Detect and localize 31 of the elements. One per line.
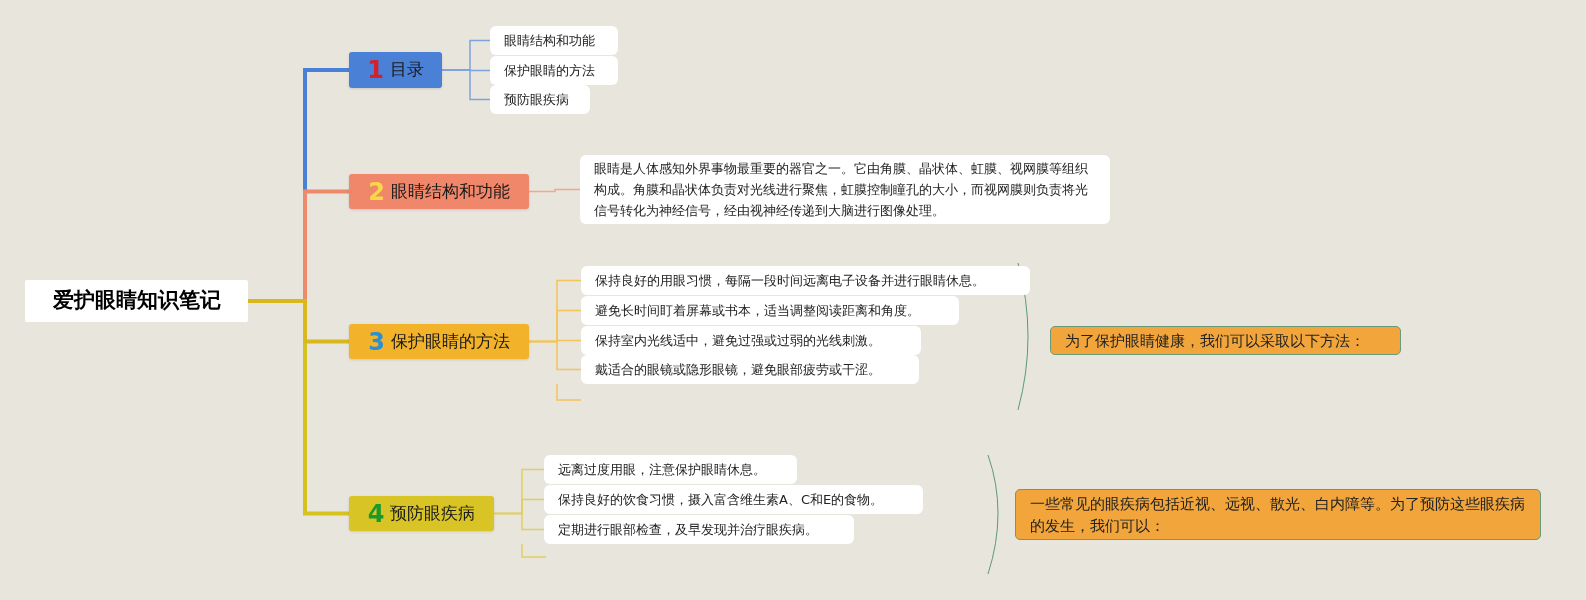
branch-line [493, 498, 545, 515]
subtopic-box: 戴适合的眼镜或隐形眼镜，避免眼部疲劳或干涩。 [581, 355, 919, 384]
topic-number: 2 [368, 179, 385, 204]
topic-number: 1 [367, 58, 384, 82]
branch-line [441, 69, 491, 72]
subtopic-box: 保持良好的用眼习惯，每隔一段时间远离电子设备并进行眼睛休息。 [581, 266, 1030, 295]
topic-label: 预防眼疾病 [390, 501, 476, 525]
subtopic-box: 保持室内光线适中，避免过强或过弱的光线刺激。 [581, 326, 921, 355]
branch-line [248, 299, 349, 344]
topic-box [349, 52, 442, 88]
subtopic-box: 避免长时间盯着屏幕或书本，适当调整阅读距离和角度。 [581, 296, 959, 325]
topic-box [349, 174, 529, 209]
branch-line [528, 188, 581, 193]
topic-box [349, 324, 529, 359]
subtopic-box: 保持良好的饮食习惯，摄入富含维生素A、C和E的食物。 [544, 485, 923, 514]
summary-box: 一些常见的眼疾病包括近视、远视、散光、白内障等。为了预防这些眼疾病的发生，我们可以： [1015, 489, 1541, 540]
subtopic-box: 保护眼睛的方法 [490, 56, 618, 85]
topic-label: 保护眼睛的方法 [390, 329, 510, 353]
subtopic-box: 远离过度用眼，注意保护眼睛休息。 [544, 455, 797, 484]
summary-box: 为了保护眼睛健康，我们可以采取以下方法： [1050, 326, 1401, 355]
topic-label: 目录 [389, 58, 424, 82]
topic-box [349, 496, 494, 531]
topic-number: 3 [368, 329, 385, 354]
subtopic-box: 定期进行眼部检查，及早发现并治疗眼疾病。 [544, 515, 854, 544]
topic-number: 4 [367, 501, 385, 526]
paragraph-box: 眼睛是人体感知外界事物最重要的器官之一。它由角膜、晶状体、虹膜、视网膜等组织构成。角膜和晶状体负责对光线进行聚焦，虹膜控制瞳孔的大小，而视网膜则负责将光信号转化为神经信号，经由视神经传递到大脑进行图像处理。 [580, 155, 1110, 224]
central-topic: 爱护眼睛知识笔记 [25, 280, 248, 322]
subtopic-box: 预防眼疾病 [490, 85, 590, 114]
subtopic-box: 眼睛结构和功能 [490, 26, 618, 55]
branch-line [528, 339, 582, 343]
topic-label: 眼睛结构和功能 [390, 179, 510, 203]
